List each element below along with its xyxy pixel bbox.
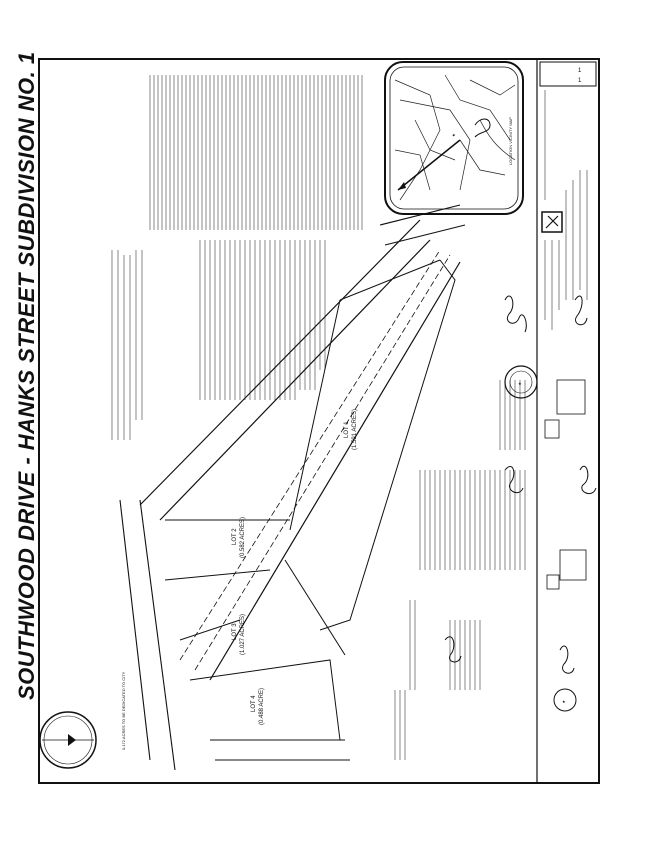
signatures — [444, 295, 597, 674]
engineer-logo-icon — [541, 211, 563, 233]
lot-labels: LOT 1 (1.591 ACRES) LOT 2 (0.582 ACRES) … — [121, 409, 358, 750]
plat-border — [38, 58, 600, 784]
lot-boundaries — [164, 259, 456, 761]
svg-text:★: ★ — [518, 381, 522, 386]
lot-2-label: LOT 2 — [232, 528, 238, 545]
dedication-note: 0.172 ACRES TO BE DEDICATED TO CITY — [121, 671, 126, 750]
notes-text-blocks — [111, 75, 526, 760]
lot-4-area: (0.488 ACRE) — [259, 688, 265, 725]
north-arrow-icon — [39, 711, 97, 769]
surveyor-seal-icon: ★ — [504, 365, 538, 399]
vicinity-map-label: LOCATION VICINITY MAP — [508, 117, 513, 165]
title-block: 1 1 — [536, 60, 597, 782]
sheet-number-top: 1 — [578, 68, 582, 74]
lot-3-area: (1.027 ACRES) — [240, 614, 246, 655]
svg-text:★: ★ — [562, 699, 566, 704]
lot-2-area: (0.582 ACRES) — [240, 517, 246, 558]
svg-text:★: ★ — [451, 133, 456, 137]
lot-1-label: LOT 1 — [344, 421, 350, 438]
lot-1-area: (1.591 ACRES) — [352, 409, 358, 450]
lot-4-label: LOT 4 — [251, 695, 257, 712]
lot-3-label: LOT 3 — [232, 623, 238, 640]
sheet-number-bottom: 1 — [578, 78, 582, 84]
vicinity-map: ★ LOCATION VICINITY MAP — [384, 61, 524, 215]
notary-seal-icon: ★ — [553, 688, 577, 712]
road-alignment — [119, 204, 466, 771]
registration-stamps — [544, 379, 587, 590]
